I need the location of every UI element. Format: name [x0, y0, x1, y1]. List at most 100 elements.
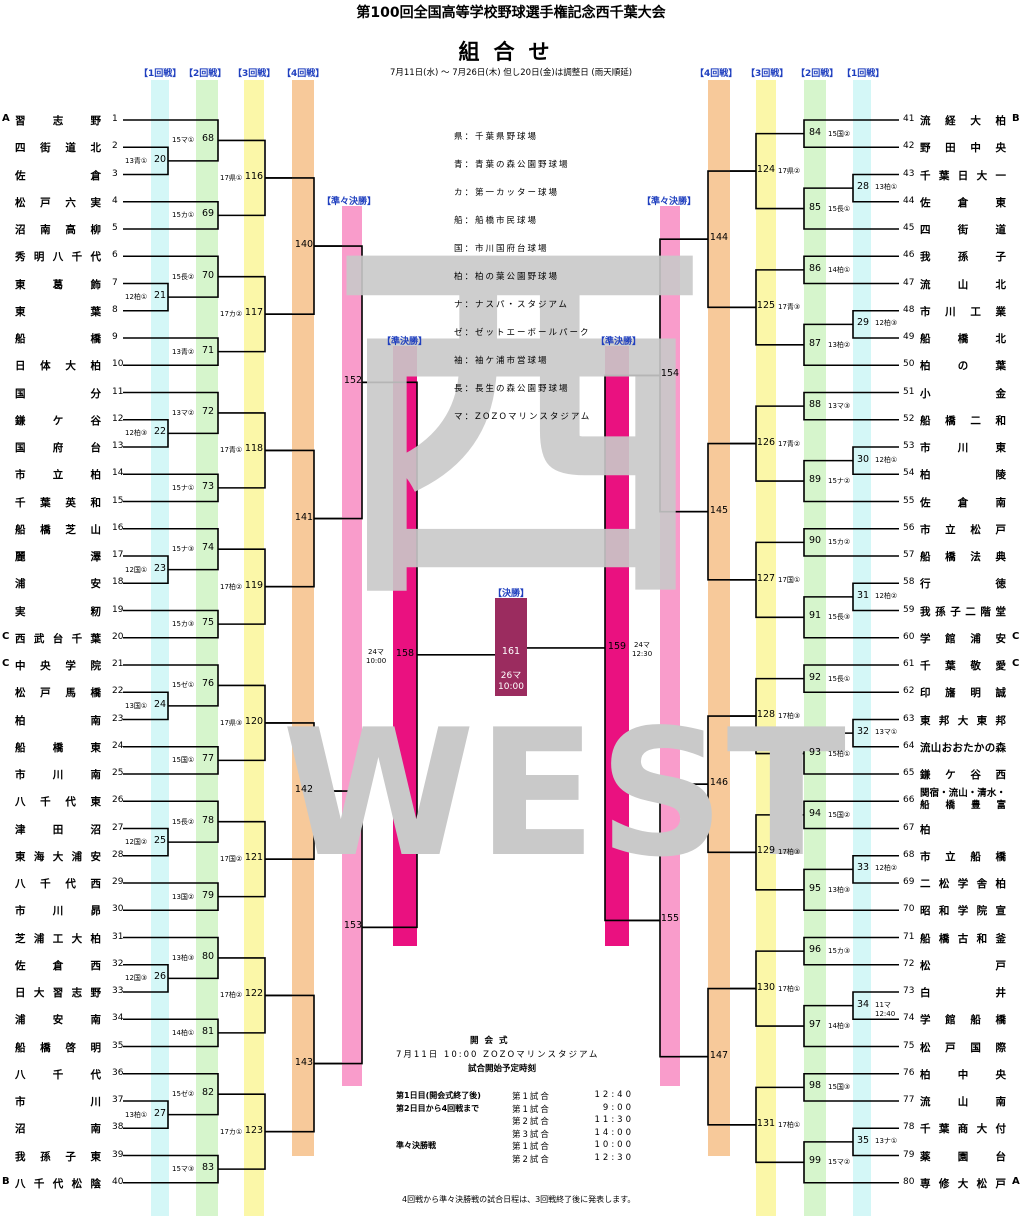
- team-number-right: 60: [903, 631, 915, 642]
- r1-game-left: 22: [153, 426, 167, 438]
- r1-info-left: 13柏①: [125, 1110, 148, 1119]
- r4-game-right: 147: [709, 1049, 729, 1061]
- team-name-right: 船橋二和: [920, 414, 1006, 427]
- team-number-right: 78: [903, 1122, 915, 1133]
- r2-line-left: [123, 800, 245, 843]
- schedule-title: 試合開始予定時刻: [468, 1064, 537, 1074]
- team-name-right: 学館浦安: [920, 632, 1006, 645]
- r3-game-left: 121: [244, 852, 264, 864]
- final-label: 【決勝】: [493, 589, 530, 599]
- r1-game-right: 34: [856, 998, 870, 1010]
- r4-game-right: 144: [709, 232, 729, 244]
- r2-line-left: [123, 609, 245, 639]
- team-name-left: 秀明八千代: [15, 251, 101, 264]
- sf-line-left: [362, 381, 495, 929]
- r3-info-right: 17青③: [778, 303, 801, 312]
- r2-info-right: 15長①: [828, 204, 851, 213]
- r2-game-right: 99: [808, 1155, 822, 1167]
- r1-line-right: [826, 309, 899, 339]
- r3-info-right: 17国①: [778, 575, 801, 584]
- r2-info-left: 15国①: [172, 756, 195, 765]
- r2-line-left: [123, 119, 245, 162]
- r1-info-left: 12国③: [125, 974, 148, 983]
- sf-line-right: [527, 374, 660, 922]
- team-number-right: 51: [903, 386, 915, 397]
- team-number-right: 68: [903, 849, 915, 860]
- schedule-game: 第1試合: [512, 1142, 551, 1152]
- team-name-left: 柏南: [15, 714, 101, 727]
- team-number-right: 58: [903, 577, 915, 588]
- venue-legend-item: マ：ZOZOマリンスタジアム: [454, 412, 592, 422]
- r2-line-left: [123, 882, 245, 912]
- r2-line-right: [776, 255, 899, 285]
- r2-line-left: [123, 664, 245, 707]
- team-number-right: 47: [903, 277, 915, 288]
- team-name-right: 船橋古和釜: [920, 932, 1006, 945]
- team-number-left: 9: [112, 332, 118, 342]
- schedule-time: 12:40: [594, 1090, 634, 1100]
- team-number-left: 23: [112, 713, 124, 724]
- r2-line-left: [123, 200, 245, 230]
- team-name-right: 佐倉東: [920, 196, 1006, 209]
- team-name-right: 船橋北: [920, 333, 1006, 345]
- team-name-left: 東葉: [15, 305, 101, 318]
- r3-game-right: 126: [756, 436, 776, 448]
- r3-game-right: 130: [756, 981, 776, 993]
- team-name-right: 松戸: [920, 959, 1006, 972]
- sf-info-left: 24マ: [368, 647, 384, 656]
- round-label-right-1: 【4回戦】: [695, 69, 738, 79]
- r2-info-left: 15カ③: [172, 620, 195, 629]
- r3-game-left: 117: [244, 307, 264, 319]
- r3-game-left: 123: [244, 1124, 264, 1136]
- team-number-left: 34: [112, 1013, 124, 1024]
- r2-line-left: [123, 473, 245, 503]
- team-number-right: 52: [903, 413, 915, 424]
- sf-game-right: 159: [607, 640, 627, 652]
- team-name-right: 松戸国際: [920, 1041, 1006, 1054]
- r2-info-left: 15マ③: [172, 1165, 195, 1174]
- team-name-right: 我孫子二階堂: [920, 605, 1006, 618]
- team-name-left: 東海大浦安: [15, 850, 101, 863]
- r1-line-left: [123, 418, 187, 448]
- team-name-left: 鎌ケ谷: [15, 414, 101, 427]
- team-number-left: 17: [112, 550, 124, 560]
- team-name-left: 沼南: [15, 1123, 101, 1136]
- team-number-right: 75: [903, 1040, 915, 1051]
- r4-game-left: 143: [294, 1056, 314, 1068]
- team-number-left: 37: [112, 1095, 124, 1105]
- r1-info-left: 12柏③: [125, 429, 148, 438]
- team-number-left: 39: [112, 1149, 124, 1160]
- team-name-right: 流経大柏: [920, 115, 1006, 127]
- round1-bar-right: [853, 80, 871, 1216]
- team-name-left: 八千代西: [15, 878, 101, 890]
- team-number-left: 8: [112, 304, 118, 315]
- r3-game-right: 127: [756, 572, 776, 584]
- r3-game-right: 125: [756, 300, 776, 312]
- team-name-right: 千葉敬愛: [920, 660, 1006, 672]
- r2-game-left: 76: [201, 678, 215, 690]
- r1-info-left: 12柏①: [125, 293, 148, 302]
- team-name-left: 佐倉西: [15, 959, 101, 972]
- r2-line-right: [776, 391, 899, 421]
- team-mark: A: [1012, 1175, 1020, 1187]
- r1-game-left: 27: [153, 1107, 167, 1119]
- team-name-right: 柏中央: [920, 1068, 1006, 1081]
- r2-game-right: 93: [808, 746, 822, 758]
- r1-game-right: 33: [856, 862, 870, 874]
- r2-line-right: [776, 527, 899, 557]
- r3-info-left: 17青①: [220, 446, 243, 455]
- r1-line-left: [123, 146, 187, 176]
- r1-game-right: 31: [856, 589, 870, 601]
- r2-game-right: 94: [808, 807, 822, 819]
- r1-line-left: [123, 282, 187, 312]
- team-name-right: 市川工業: [920, 305, 1006, 318]
- team-number-right: 45: [903, 223, 915, 233]
- venue-legend-item: 長：長生の森公園野球場: [454, 384, 570, 394]
- team-mark: A: [2, 113, 10, 124]
- sf-label-left: 【準決勝】: [382, 337, 428, 347]
- team-mark: C: [2, 658, 10, 669]
- team-number-right: 74: [903, 1013, 915, 1024]
- r2-line-right: [776, 459, 899, 503]
- team-number-right: 54: [903, 468, 915, 479]
